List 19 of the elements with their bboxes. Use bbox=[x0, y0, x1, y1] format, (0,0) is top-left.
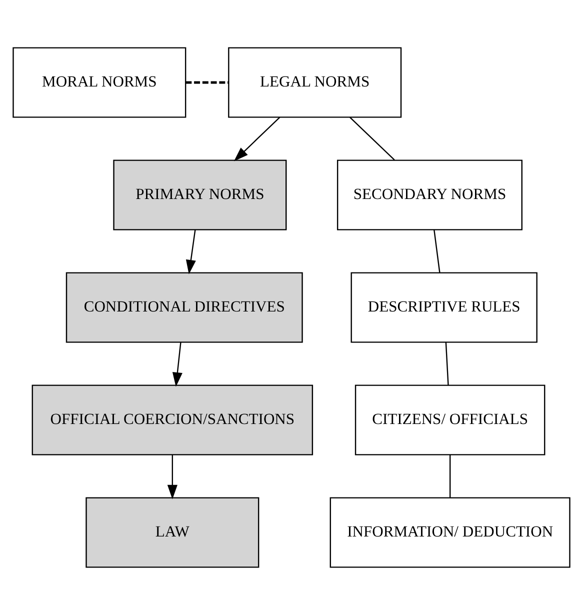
arrow bbox=[167, 454, 178, 500]
node-box: CONDITIONAL DIRECTIVES bbox=[66, 272, 303, 343]
node-box: OFFICIAL COERCION/SANCTIONS bbox=[32, 384, 314, 456]
node-box: PRIMARY NORMS bbox=[113, 160, 287, 230]
connector bbox=[449, 454, 451, 498]
connector bbox=[186, 81, 229, 84]
connector bbox=[434, 230, 440, 273]
node-box: INFORMATION/ DEDUCTION bbox=[330, 497, 570, 568]
connector bbox=[445, 342, 449, 386]
node-box: CITIZENS/ OFFICIALS bbox=[354, 384, 546, 456]
node-box: SECONDARY NORMS bbox=[336, 160, 522, 230]
node-box: DESCRIPTIVE RULES bbox=[350, 272, 538, 343]
connector bbox=[350, 116, 395, 160]
node-box: LEGAL NORMS bbox=[228, 47, 402, 118]
node-box: LAW bbox=[86, 497, 260, 568]
arrow bbox=[172, 342, 182, 387]
node-box: MORAL NORMS bbox=[12, 47, 186, 118]
arrow bbox=[234, 116, 280, 162]
arrow bbox=[186, 230, 196, 274]
